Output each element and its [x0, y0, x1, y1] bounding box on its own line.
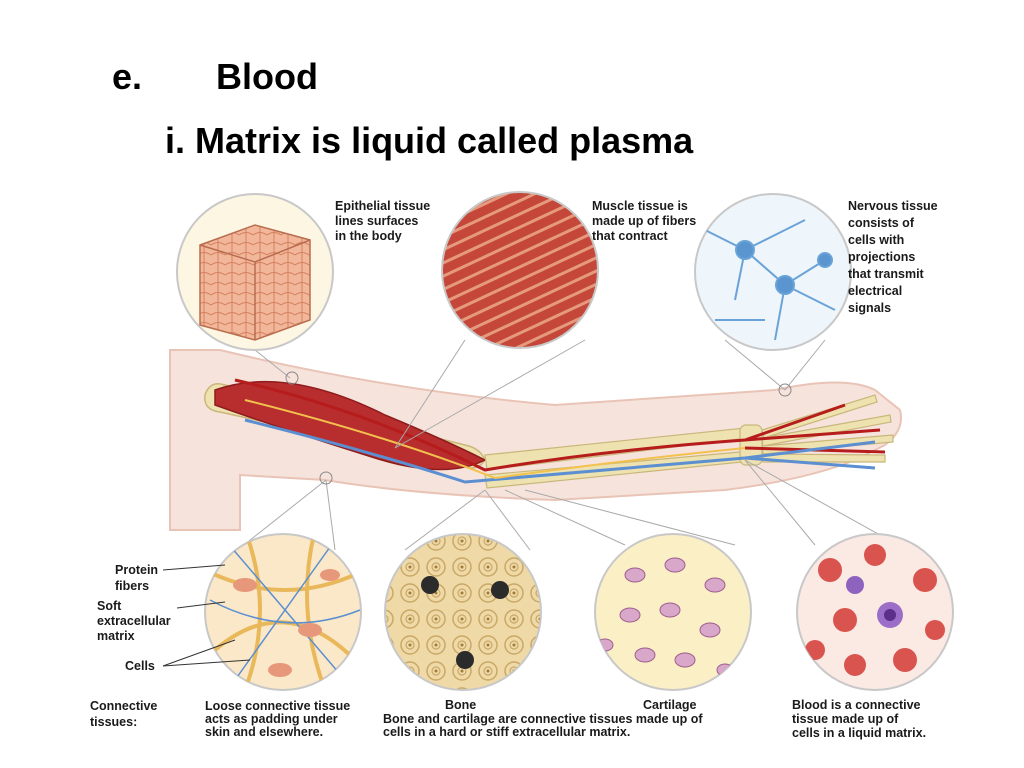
svg-text:Nervous tissue: Nervous tissue [848, 199, 938, 213]
callout-nervous: Nervous tissue consists of cells with pr… [848, 199, 938, 315]
svg-text:matrix: matrix [97, 629, 135, 643]
pointer-lines [162, 564, 251, 667]
svg-text:extracellular: extracellular [97, 614, 171, 628]
slide-title: Blood [216, 56, 318, 97]
svg-text:signals: signals [848, 301, 891, 315]
svg-text:made up of fibers: made up of fibers [592, 214, 696, 228]
bone-tissue-circle [384, 533, 542, 691]
svg-text:Connective: Connective [90, 699, 157, 713]
svg-text:Loose connective tissue: Loose connective tissue [205, 699, 350, 713]
svg-text:that transmit: that transmit [848, 267, 925, 281]
svg-text:Bone and cartilage are connect: Bone and cartilage are connective tissue… [383, 712, 703, 726]
callout-epithelial: Epithelial tissue lines surfaces in the … [335, 199, 430, 243]
arm-skin [169, 349, 902, 531]
cartilage-tissue-circle [594, 533, 752, 691]
tissue-types-figure: Epithelial tissue lines surfaces in the … [90, 191, 954, 740]
svg-text:projections: projections [848, 250, 915, 264]
svg-text:Blood is a connective: Blood is a connective [792, 698, 921, 712]
blood-tissue-circle [796, 533, 954, 691]
arm-illustration [169, 349, 902, 531]
svg-text:cells in a liquid matrix.: cells in a liquid matrix. [792, 726, 926, 740]
svg-text:acts as padding under: acts as padding under [205, 712, 338, 726]
vein [244, 418, 876, 484]
callout-blood: Blood is a connective tissue made up of … [792, 698, 926, 740]
muscle-tissue-circle [441, 191, 599, 349]
svg-text:cells with: cells with [848, 233, 904, 247]
callout-muscle: Muscle tissue is made up of fibers that … [592, 199, 696, 243]
slide-subtitle: i. Matrix is liquid called plasma [165, 120, 694, 161]
svg-text:Soft: Soft [97, 599, 122, 613]
callout-protein-fibers: Protein fibers [115, 563, 158, 593]
svg-text:tissue made up of: tissue made up of [792, 712, 899, 726]
svg-text:cells in a hard or stiff extra: cells in a hard or stiff extracellular m… [383, 725, 630, 739]
svg-text:in the body: in the body [335, 229, 402, 243]
nervous-tissue-circle [694, 193, 852, 351]
svg-text:Epithelial tissue: Epithelial tissue [335, 199, 430, 213]
callout-soft-matrix: Soft extracellular matrix [97, 599, 171, 643]
svg-text:that contract: that contract [592, 229, 669, 243]
svg-text:fibers: fibers [115, 579, 149, 593]
svg-text:consists of: consists of [848, 216, 915, 230]
callout-bone-cartilage-note: Bone and cartilage are connective tissue… [383, 712, 703, 739]
svg-text:lines surfaces: lines surfaces [335, 214, 418, 228]
callout-connective-tissues: Connective tissues: [90, 699, 157, 729]
nerve [244, 399, 746, 480]
svg-text:Protein: Protein [115, 563, 158, 577]
bullet-letter: e. [112, 56, 143, 97]
callout-cartilage: Cartilage [643, 698, 697, 712]
loose-connective-tissue-circle [204, 533, 362, 691]
svg-text:skin and elsewhere.: skin and elsewhere. [205, 725, 323, 739]
callout-loose-connective: Loose connective tissue acts as padding … [205, 699, 350, 739]
callout-cells: Cells [125, 659, 155, 673]
callout-bone: Bone [445, 698, 476, 712]
svg-text:Muscle tissue is: Muscle tissue is [592, 199, 688, 213]
epithelial-tissue-circle [176, 193, 334, 351]
svg-text:tissues:: tissues: [90, 715, 137, 729]
svg-text:electrical: electrical [848, 284, 902, 298]
